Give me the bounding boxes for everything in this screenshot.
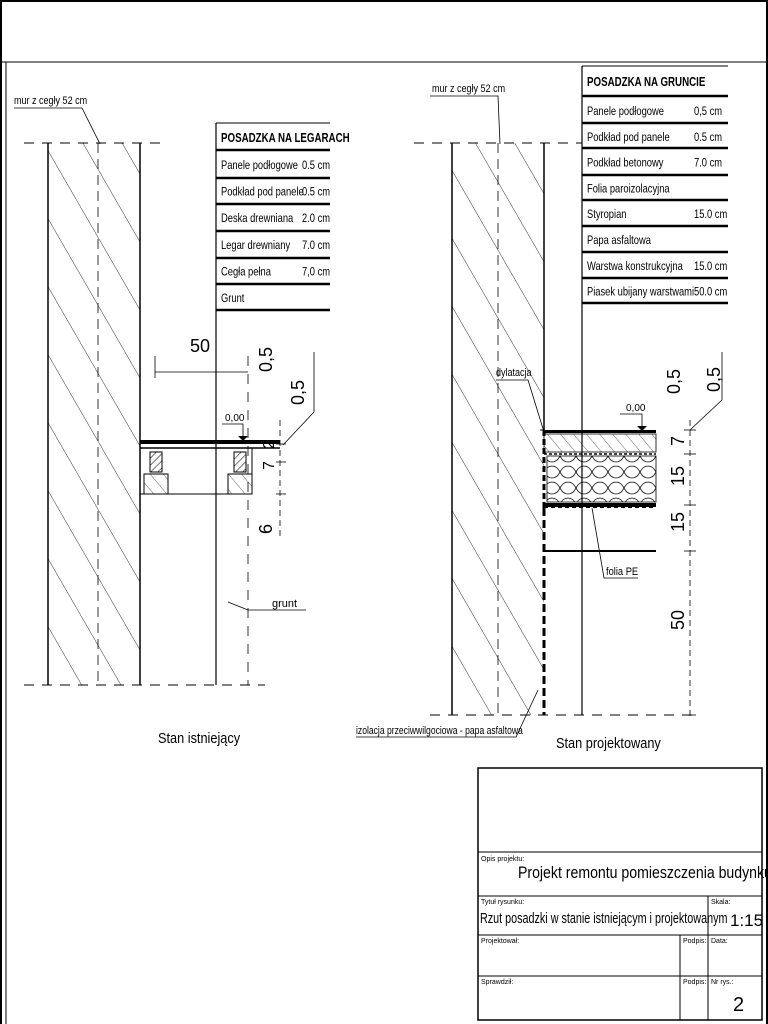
right-layer-thickness: 0,5 cm bbox=[694, 105, 722, 118]
right-layer-thickness: 0.5 cm bbox=[694, 131, 722, 144]
left-level-marker bbox=[222, 423, 244, 436]
title-projektowal-label: Projektował: bbox=[481, 938, 519, 945]
title-tytul-value: Rzut posadzki w stanie istniejącym i pro… bbox=[480, 909, 728, 926]
left-dim-6: 6 bbox=[256, 524, 276, 534]
right-asphalt-paper bbox=[544, 503, 656, 508]
left-joist-space bbox=[139, 447, 253, 495]
left-layer-thickness: 0.5 cm bbox=[302, 186, 330, 199]
right-level-arrow bbox=[637, 426, 647, 431]
right-dim-15a: 15 bbox=[668, 466, 688, 486]
left-joist-2 bbox=[233, 451, 247, 473]
title-podpis-label: Podpis: bbox=[683, 938, 706, 945]
right-dim-7: 7 bbox=[668, 436, 688, 446]
right-styrofoam bbox=[546, 455, 657, 503]
right-layer-name: Styropian bbox=[587, 208, 627, 221]
right-layer-name: Podkład pod panele bbox=[587, 131, 670, 144]
title-sprawdzil-label: Sprawdził: bbox=[481, 979, 513, 986]
title-skala-value: 1:15 bbox=[730, 911, 763, 930]
right-layer-table: POSADZKA NA GRUNCIE Panele podłogowe 0,5 … bbox=[581, 65, 728, 305]
right-layer-name: Piasek ubijany warstwami bbox=[587, 286, 694, 299]
right-layer-thickness: 15.0 cm bbox=[694, 260, 727, 273]
left-level: 0,00 bbox=[225, 413, 245, 424]
right-insulation-label: izolacja przeciwwilgociowa - papa asfalt… bbox=[356, 725, 523, 737]
right-dim-leader bbox=[689, 352, 723, 431]
right-layer-thickness: 7.0 cm bbox=[694, 157, 722, 170]
right-dim-15b: 15 bbox=[668, 512, 688, 532]
title-opis-label: Opis projektu: bbox=[481, 856, 524, 863]
title-podpis2-label: Podpis: bbox=[683, 979, 706, 986]
left-wall-label: mur z cegły 52 cm bbox=[14, 95, 87, 107]
left-brick-support-1 bbox=[143, 473, 169, 495]
left-floor-panels bbox=[140, 440, 280, 444]
left-soil-label: grunt bbox=[272, 598, 297, 610]
right-folia-leader bbox=[591, 507, 638, 579]
right-dylatacja-leader bbox=[496, 379, 545, 433]
left-wall-leader bbox=[14, 107, 101, 145]
right-wall-label: mur z cegły 52 cm bbox=[432, 83, 505, 95]
title-skala-label: Skala: bbox=[711, 899, 731, 906]
right-level-marker bbox=[620, 413, 643, 426]
right-layer-thickness: 50.0 cm bbox=[694, 286, 727, 299]
right-layer-name: Folia paroizolacyjna bbox=[587, 182, 670, 195]
right-detail: mur z cegły 52 cm POSADZKA NA GRUNCIE Pa… bbox=[356, 65, 728, 751]
right-layer-name: Papa asfaltowa bbox=[587, 234, 651, 247]
right-dim-50: 50 bbox=[668, 610, 688, 630]
right-layer-thickness: 15.0 cm bbox=[694, 208, 727, 221]
title-block: Opis projektu: Projekt remontu pomieszcz… bbox=[477, 767, 768, 1021]
title-data-label: Data: bbox=[711, 938, 728, 945]
left-layer-name: Legar drewniany bbox=[221, 239, 291, 252]
right-level: 0,00 bbox=[626, 403, 646, 414]
left-brick-support-2 bbox=[227, 473, 253, 495]
left-brick-wall bbox=[48, 143, 140, 685]
left-soil-leader bbox=[227, 601, 306, 611]
left-level-arrow bbox=[238, 436, 248, 441]
left-detail: mur z cegły 52 cm POSADZKA NA LEGARACH P… bbox=[14, 95, 350, 746]
right-folia-label: folia PE bbox=[606, 566, 638, 578]
left-caption: Stan istniejący bbox=[158, 729, 240, 746]
right-brick-wall bbox=[452, 143, 544, 715]
left-dim-width: 50 bbox=[190, 336, 210, 356]
right-dim-b: 0,5 bbox=[704, 367, 724, 392]
title-nr-value: 2 bbox=[733, 994, 744, 1016]
right-insulation-leader bbox=[356, 689, 539, 738]
right-layer-name: Podkład betonowy bbox=[587, 157, 664, 170]
left-dim-a: 0,5 bbox=[256, 347, 276, 372]
right-dim-a: 0,5 bbox=[664, 369, 684, 394]
right-wall-leader bbox=[430, 95, 501, 145]
right-caption: Stan projektowany bbox=[556, 734, 661, 751]
title-nr-label: Nr rys.: bbox=[711, 979, 734, 986]
left-layer-thickness: 7.0 cm bbox=[302, 239, 330, 252]
title-opis-value: Projekt remontu pomieszczenia budynku bbox=[518, 864, 768, 882]
left-dim-b: 0,5 bbox=[288, 380, 308, 405]
left-layer-name: Grunt bbox=[221, 292, 244, 305]
title-tytul-label: Tytuł rysunku: bbox=[481, 899, 524, 906]
left-layer-table: POSADZKA NA LEGARACH Panele podłogowe 0.5… bbox=[215, 122, 350, 312]
left-dim-leader bbox=[282, 352, 315, 446]
left-layer-thickness: 7,0 cm bbox=[302, 265, 330, 278]
left-table-title: POSADZKA NA LEGARACH bbox=[221, 132, 350, 146]
left-layer-thickness: 0.5 cm bbox=[302, 159, 330, 172]
left-dim-2: 2 bbox=[261, 440, 278, 449]
right-layer-name: Panele podłogowe bbox=[587, 105, 664, 118]
left-joist-1 bbox=[149, 451, 163, 473]
left-dim-7: 7 bbox=[261, 461, 278, 470]
right-table-title: POSADZKA NA GRUNCIE bbox=[587, 76, 706, 90]
right-concrete-screed bbox=[543, 433, 657, 453]
right-layer-name: Warstwa konstrukcyjna bbox=[587, 260, 683, 273]
left-layer-name: Cegła pełna bbox=[221, 265, 271, 278]
left-layer-thickness: 2.0 cm bbox=[302, 212, 330, 225]
right-floor-panels bbox=[544, 430, 656, 433]
left-layer-name: Podkład pod panele bbox=[221, 186, 304, 199]
right-dylatacja-label: dylatacja bbox=[496, 367, 532, 379]
left-layer-name: Panele podłogowe bbox=[221, 159, 298, 172]
left-layer-name: Deska drewniana bbox=[221, 212, 293, 225]
